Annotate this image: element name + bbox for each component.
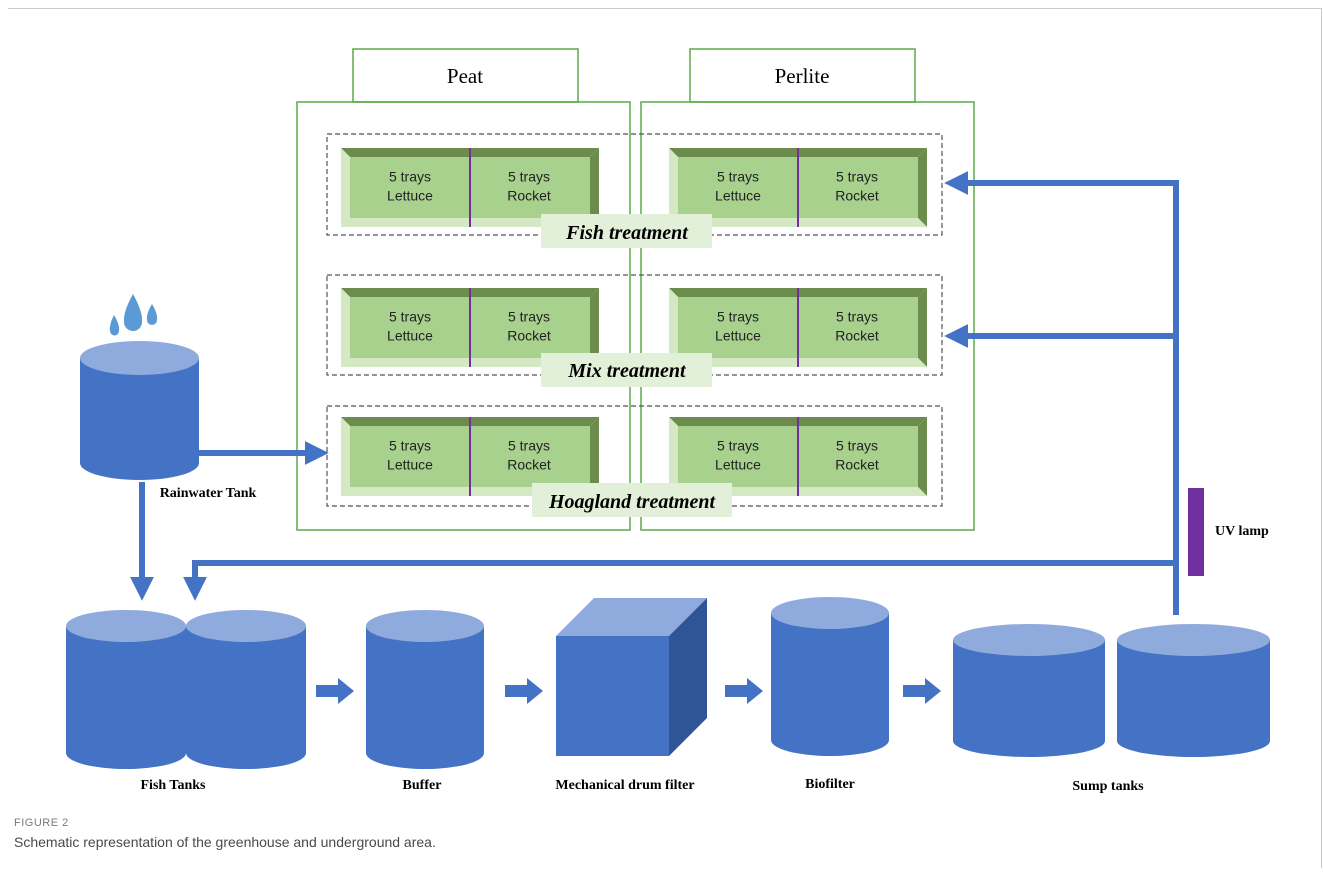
- figure-number: FIGURE 2: [14, 817, 69, 829]
- tray-right-crop: Rocket: [507, 188, 551, 204]
- fish-treatment-row: [326, 133, 943, 236]
- biofilter-tank: [771, 597, 889, 756]
- tray-left-count: 5 trays: [717, 438, 759, 454]
- perlite-label: Perlite: [775, 64, 830, 88]
- tray-left-crop: Lettuce: [387, 188, 433, 204]
- tray-left-crop: Lettuce: [387, 457, 433, 473]
- figure-frame: [8, 8, 1322, 868]
- tray-left-crop: Lettuce: [715, 457, 761, 473]
- tray-right-count: 5 trays: [508, 169, 550, 185]
- fish-tank-2: [186, 610, 306, 769]
- fish-tank-1: [66, 610, 186, 769]
- drum-filter-label: Mechanical drum filter: [555, 778, 694, 793]
- tray-left-crop: Lettuce: [715, 188, 761, 204]
- tray-right-count: 5 trays: [508, 438, 550, 454]
- tray-right-crop: Rocket: [507, 457, 551, 473]
- perlite-section: [640, 101, 975, 531]
- tray-left-count: 5 trays: [389, 169, 431, 185]
- sump-tank-1: [953, 624, 1105, 757]
- peat-header-box: [352, 48, 579, 103]
- hoagland-treatment-text: Hoagland treatment: [548, 491, 717, 513]
- figure-caption: Schematic representation of the greenhou…: [14, 834, 436, 850]
- tray-left-crop: Lettuce: [715, 328, 761, 344]
- tray-left-count: 5 trays: [717, 309, 759, 325]
- fish-tank-return-pipe: [183, 560, 1176, 601]
- arrow-buffer-to-drumfilter: [505, 678, 543, 704]
- arrow-fishtanks-to-buffer: [316, 678, 354, 704]
- arrow-drumfilter-to-biofilter: [725, 678, 763, 704]
- buffer-tank: [366, 610, 484, 769]
- uv-lamp: [1188, 488, 1204, 576]
- sump-tank-2: [1117, 624, 1270, 757]
- tray-left-count: 5 trays: [389, 438, 431, 454]
- drum-filter-cube: [556, 598, 707, 756]
- sump-tanks-label: Sump tanks: [1072, 779, 1144, 794]
- hoagland-treatment-label: Hoagland treatment: [532, 483, 732, 517]
- water-drops-icon: [109, 294, 158, 336]
- tray-left-crop: Lettuce: [387, 328, 433, 344]
- uv-lamp-label: UV lamp: [1215, 524, 1269, 539]
- tray-right-count: 5 trays: [836, 309, 878, 325]
- arrow-biofilter-to-sump: [903, 678, 941, 704]
- tray-right-crop: Rocket: [835, 457, 879, 473]
- peat-label: Peat: [447, 64, 483, 88]
- biofilter-label: Biofilter: [805, 777, 855, 792]
- tray-right-count: 5 trays: [508, 309, 550, 325]
- fish-tanks-label: Fish Tanks: [141, 778, 207, 793]
- tray-left-count: 5 trays: [389, 309, 431, 325]
- flow-arrows: [316, 678, 941, 704]
- mix-treatment-text: Mix treatment: [567, 360, 687, 382]
- peat-section: [296, 101, 631, 531]
- peat-area: Peat: [296, 48, 631, 531]
- return-riser-pipe: [944, 171, 1179, 615]
- tray-right-crop: Rocket: [507, 328, 551, 344]
- fish-treatment-label: Fish treatment: [541, 214, 712, 248]
- pipes: [130, 171, 1179, 615]
- tray-right-count: 5 trays: [836, 169, 878, 185]
- perlite-area: Perlite: [640, 48, 975, 531]
- tray-right-crop: Rocket: [835, 328, 879, 344]
- fish-treatment-text: Fish treatment: [565, 222, 689, 244]
- rainwater-tank: [80, 341, 199, 480]
- tray-right-count: 5 trays: [836, 438, 878, 454]
- tray-right-crop: Rocket: [835, 188, 879, 204]
- mix-treatment-label: Mix treatment: [541, 353, 712, 387]
- mix-treatment-row: [326, 274, 943, 376]
- tray-left-count: 5 trays: [717, 169, 759, 185]
- rainwater-tank-label: Rainwater Tank: [160, 486, 257, 501]
- buffer-label: Buffer: [403, 778, 442, 793]
